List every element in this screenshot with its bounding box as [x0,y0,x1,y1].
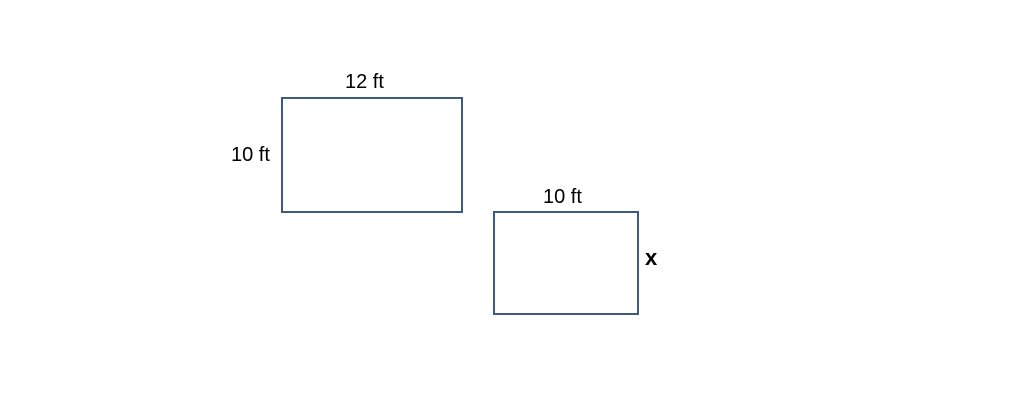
small-rectangle-unknown-height-label: x [645,245,658,270]
small-rectangle-width-label: 10 ft [543,186,582,208]
large-rectangle-width-label: 12 ft [345,71,384,93]
small-rectangle [493,211,639,315]
large-rectangle [281,97,463,213]
large-rectangle-height-label: 10 ft [231,144,270,166]
